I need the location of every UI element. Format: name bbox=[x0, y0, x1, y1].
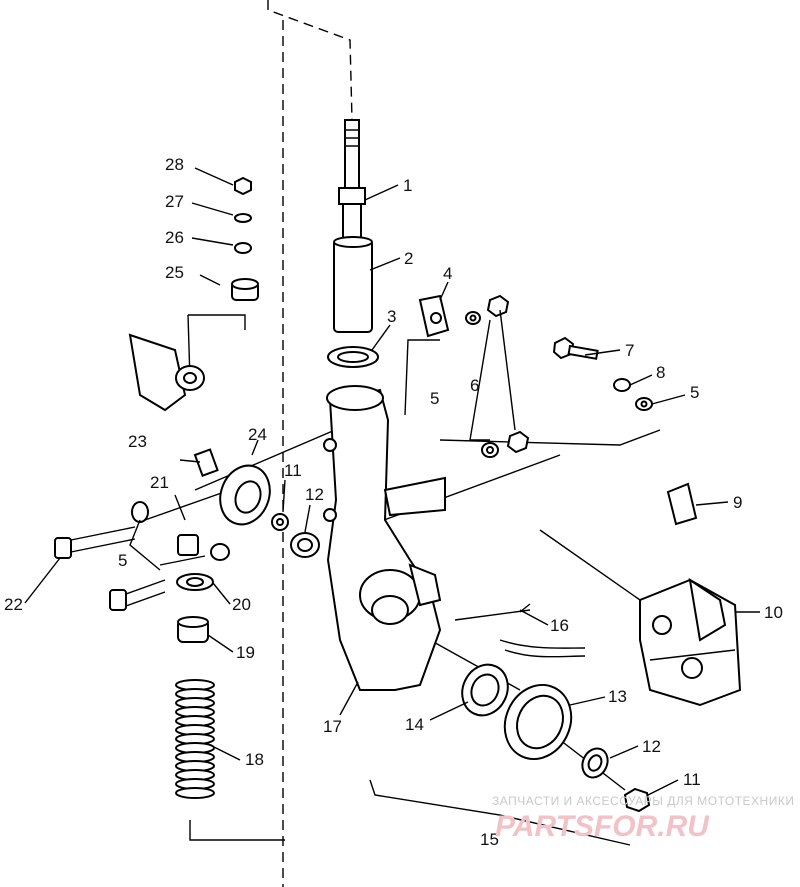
brake-pad bbox=[666, 482, 698, 526]
callout-15: 15 bbox=[480, 830, 499, 849]
callout-10: 10 bbox=[764, 603, 783, 622]
callout-7: 7 bbox=[625, 341, 634, 360]
callout-3: 3 bbox=[387, 307, 396, 326]
bearing-left bbox=[219, 464, 271, 526]
watermark-logo: PARTSFOR.RU bbox=[495, 810, 710, 843]
callout-22: 22 bbox=[4, 595, 23, 614]
lower-bolts bbox=[54, 501, 230, 611]
callout-1: 1 bbox=[403, 176, 412, 195]
callout-23: 23 bbox=[128, 432, 147, 451]
spring-coil bbox=[175, 787, 215, 799]
shock-mount bbox=[128, 333, 205, 412]
callout-4: 4 bbox=[443, 264, 452, 283]
callout-16: 16 bbox=[550, 616, 569, 635]
callout-17: 17 bbox=[323, 717, 342, 736]
watermark-caption: ЗАПЧАСТИ И АКСЕССУАРЫ ДЛЯ МОТОТЕХНИКИ bbox=[492, 794, 794, 808]
callout-13: 13 bbox=[608, 687, 627, 706]
nut-and-seal-upper bbox=[271, 513, 320, 558]
callout-5-c: 5 bbox=[118, 551, 127, 570]
callout-2: 2 bbox=[404, 249, 413, 268]
callout-14: 14 bbox=[405, 715, 424, 734]
bracket bbox=[418, 294, 450, 338]
callout-24: 24 bbox=[248, 425, 267, 444]
brake-caliper bbox=[639, 577, 742, 707]
callout-11-lower: 11 bbox=[683, 770, 701, 789]
watermark: ЗАПЧАСТИ И АКСЕССУАРЫ ДЛЯ МОТОТЕХНИКИ PA… bbox=[492, 794, 794, 843]
callout-labels: 1 2 3 4 5 6 7 8 5 9 10 11 12 13 14 15 16… bbox=[4, 155, 783, 849]
callout-25: 25 bbox=[165, 263, 184, 282]
callout-leaders bbox=[24, 167, 760, 846]
callout-5-b: 5 bbox=[690, 383, 699, 402]
callout-12-lower: 12 bbox=[642, 737, 661, 756]
coil-spring bbox=[175, 679, 215, 799]
callout-20: 20 bbox=[232, 595, 251, 614]
spring-bushing bbox=[177, 616, 209, 643]
hub-parts bbox=[461, 663, 651, 813]
callout-21: 21 bbox=[150, 473, 169, 492]
strut-centerline bbox=[267, 0, 353, 887]
callout-11-upper: 11 bbox=[284, 461, 302, 480]
callout-19: 19 bbox=[236, 643, 255, 662]
upper-hardware-stack bbox=[231, 176, 259, 301]
callout-8: 8 bbox=[656, 363, 665, 382]
seal-ring bbox=[327, 346, 379, 368]
callout-27: 27 bbox=[165, 192, 184, 211]
callout-6: 6 bbox=[470, 376, 479, 395]
callout-26: 26 bbox=[165, 228, 184, 247]
callout-28: 28 bbox=[165, 155, 184, 174]
callout-12-upper: 12 bbox=[305, 485, 324, 504]
callout-5-a: 5 bbox=[430, 389, 439, 408]
washer-nut-upper bbox=[465, 294, 530, 458]
strut-rod bbox=[338, 119, 366, 243]
callout-18: 18 bbox=[245, 750, 264, 769]
bolt-right bbox=[552, 336, 653, 411]
stud bbox=[193, 448, 219, 477]
callout-9: 9 bbox=[733, 493, 742, 512]
strut-cylinder bbox=[333, 236, 373, 333]
steering-knuckle bbox=[323, 385, 446, 691]
